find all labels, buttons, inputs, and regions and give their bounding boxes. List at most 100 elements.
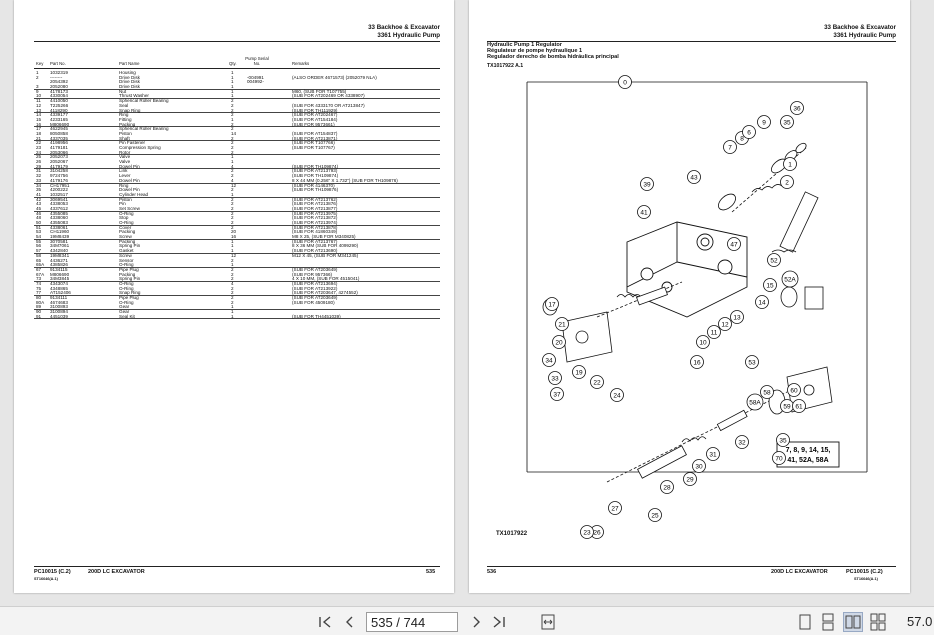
callout-61: 61 bbox=[792, 399, 806, 413]
callout-label: 39 bbox=[643, 181, 651, 188]
last-page-icon[interactable] bbox=[490, 612, 508, 632]
page-number: 535 bbox=[426, 569, 436, 575]
first-page-icon[interactable] bbox=[316, 612, 334, 632]
row-part-no: 34M3845 bbox=[50, 276, 70, 282]
row-qty: 1 bbox=[231, 191, 234, 197]
row-remarks: (SUB FOR AT213974) bbox=[292, 220, 338, 225]
row-part-name: O-Ring bbox=[119, 285, 134, 291]
row-remarks: (SUB FOR AT202467) bbox=[292, 112, 338, 118]
row-remarks: (SUB FOR AT213690) bbox=[292, 248, 338, 254]
continuous-icon[interactable] bbox=[818, 612, 838, 632]
row-part-name: O-Ring bbox=[119, 280, 134, 286]
row-qty: 1 bbox=[231, 79, 234, 85]
row-key: 12 bbox=[36, 102, 42, 108]
callout-label: 28 bbox=[663, 484, 671, 491]
callout-25: 25 bbox=[648, 508, 662, 522]
callout-label: 27 bbox=[611, 505, 619, 512]
row-qty: 2 bbox=[231, 266, 234, 272]
row-key: 65A bbox=[36, 262, 45, 268]
footer-small: ST16646(A.1) bbox=[854, 577, 878, 581]
zoom-level[interactable]: 57.0 bbox=[907, 614, 933, 629]
row-key: 67 bbox=[36, 266, 42, 272]
callout-58A: 58A bbox=[746, 393, 764, 411]
footer-rev: (C.2) bbox=[58, 569, 71, 575]
row-part-no: 4178173 bbox=[50, 88, 68, 94]
row-key: 2 bbox=[36, 74, 39, 80]
callout-52: 52 bbox=[767, 253, 781, 267]
row-part-no: 2053066 bbox=[50, 149, 68, 155]
row-part-name: Housing bbox=[119, 70, 136, 75]
row-qty: 2 bbox=[231, 295, 234, 300]
row-qty: 2 bbox=[231, 205, 234, 211]
row-part-no: 4337035 bbox=[50, 135, 68, 141]
row-part-no: 4622945 bbox=[50, 126, 68, 132]
col-part-no: Part No. bbox=[50, 61, 66, 66]
footer-rule bbox=[487, 566, 896, 567]
row-part-name: Rotor bbox=[119, 149, 131, 155]
next-page-icon[interactable] bbox=[467, 612, 485, 632]
callout-12: 12 bbox=[718, 317, 732, 331]
col-part-name: Part Name bbox=[119, 61, 140, 66]
callout-label: 43 bbox=[690, 174, 698, 181]
callout-6: 6 bbox=[742, 125, 756, 139]
callout-0: 0 bbox=[618, 75, 632, 89]
row-part-name: Screw bbox=[119, 252, 132, 258]
row-part-no: T225266 bbox=[50, 102, 69, 108]
two-page-icon[interactable] bbox=[843, 612, 863, 632]
row-part-name: Link bbox=[119, 168, 128, 174]
callout-label: 52A bbox=[784, 276, 796, 283]
row-part-no: 4179176 bbox=[50, 177, 68, 183]
header-section: 33 Backhoe & Excavator bbox=[824, 24, 896, 31]
callout-15: 15 bbox=[763, 278, 777, 292]
row-serial: 004992- bbox=[247, 79, 264, 85]
row-part-name: Spring Pin bbox=[119, 243, 141, 249]
row-qty: 12 bbox=[231, 182, 237, 188]
callout-label: 1 bbox=[788, 161, 792, 168]
row-part-name: Cylinder Head bbox=[119, 191, 149, 197]
row-remarks: (SUB FOR 957366) bbox=[292, 271, 333, 277]
row-part-name: Screw bbox=[119, 234, 132, 240]
row-qty: 2 bbox=[231, 271, 234, 277]
col-serial: Pump Serial No. bbox=[245, 56, 269, 66]
row-part-no: 3104258 bbox=[50, 168, 68, 174]
row-part-no: 2052067 bbox=[50, 159, 68, 165]
row-part-no: 4338053 bbox=[50, 201, 68, 207]
row-qty: 1 bbox=[231, 262, 234, 268]
row-qty: 1 bbox=[231, 243, 234, 249]
callout-22: 22 bbox=[590, 375, 604, 389]
callout-label: 35 bbox=[779, 437, 787, 444]
page-number-field[interactable] bbox=[366, 612, 458, 632]
row-qty: 12 bbox=[231, 252, 237, 258]
row-part-name: Packing bbox=[119, 271, 136, 277]
fit-width-icon[interactable] bbox=[538, 612, 558, 632]
callout-label: 30 bbox=[695, 463, 703, 470]
callout-label: 52 bbox=[770, 257, 778, 264]
row-part-no: 1032319 bbox=[50, 70, 68, 75]
row-remarks: (SUB FOR AT154184) bbox=[292, 116, 338, 122]
single-page-icon[interactable] bbox=[795, 612, 815, 632]
row-part-name: Shaft bbox=[119, 135, 130, 141]
callout-label: 0 bbox=[623, 79, 627, 86]
row-key: 15 bbox=[36, 116, 42, 122]
row-remarks: (SUB FOR AT213922) bbox=[292, 285, 338, 291]
row-part-no: 4179179 bbox=[50, 163, 68, 169]
previous-page-icon[interactable] bbox=[341, 612, 359, 632]
row-qty: 2 bbox=[231, 224, 234, 230]
callout-35: 35 bbox=[776, 433, 790, 447]
callout-30: 30 bbox=[692, 459, 706, 473]
two-page-continuous-icon[interactable] bbox=[868, 612, 888, 632]
row-qty: 1 bbox=[231, 88, 234, 94]
row-part-no: 3070581 bbox=[50, 238, 68, 244]
callout-17: 17 bbox=[545, 297, 559, 311]
callout-label: 24 bbox=[613, 392, 621, 399]
row-part-name: Gear bbox=[119, 304, 130, 310]
